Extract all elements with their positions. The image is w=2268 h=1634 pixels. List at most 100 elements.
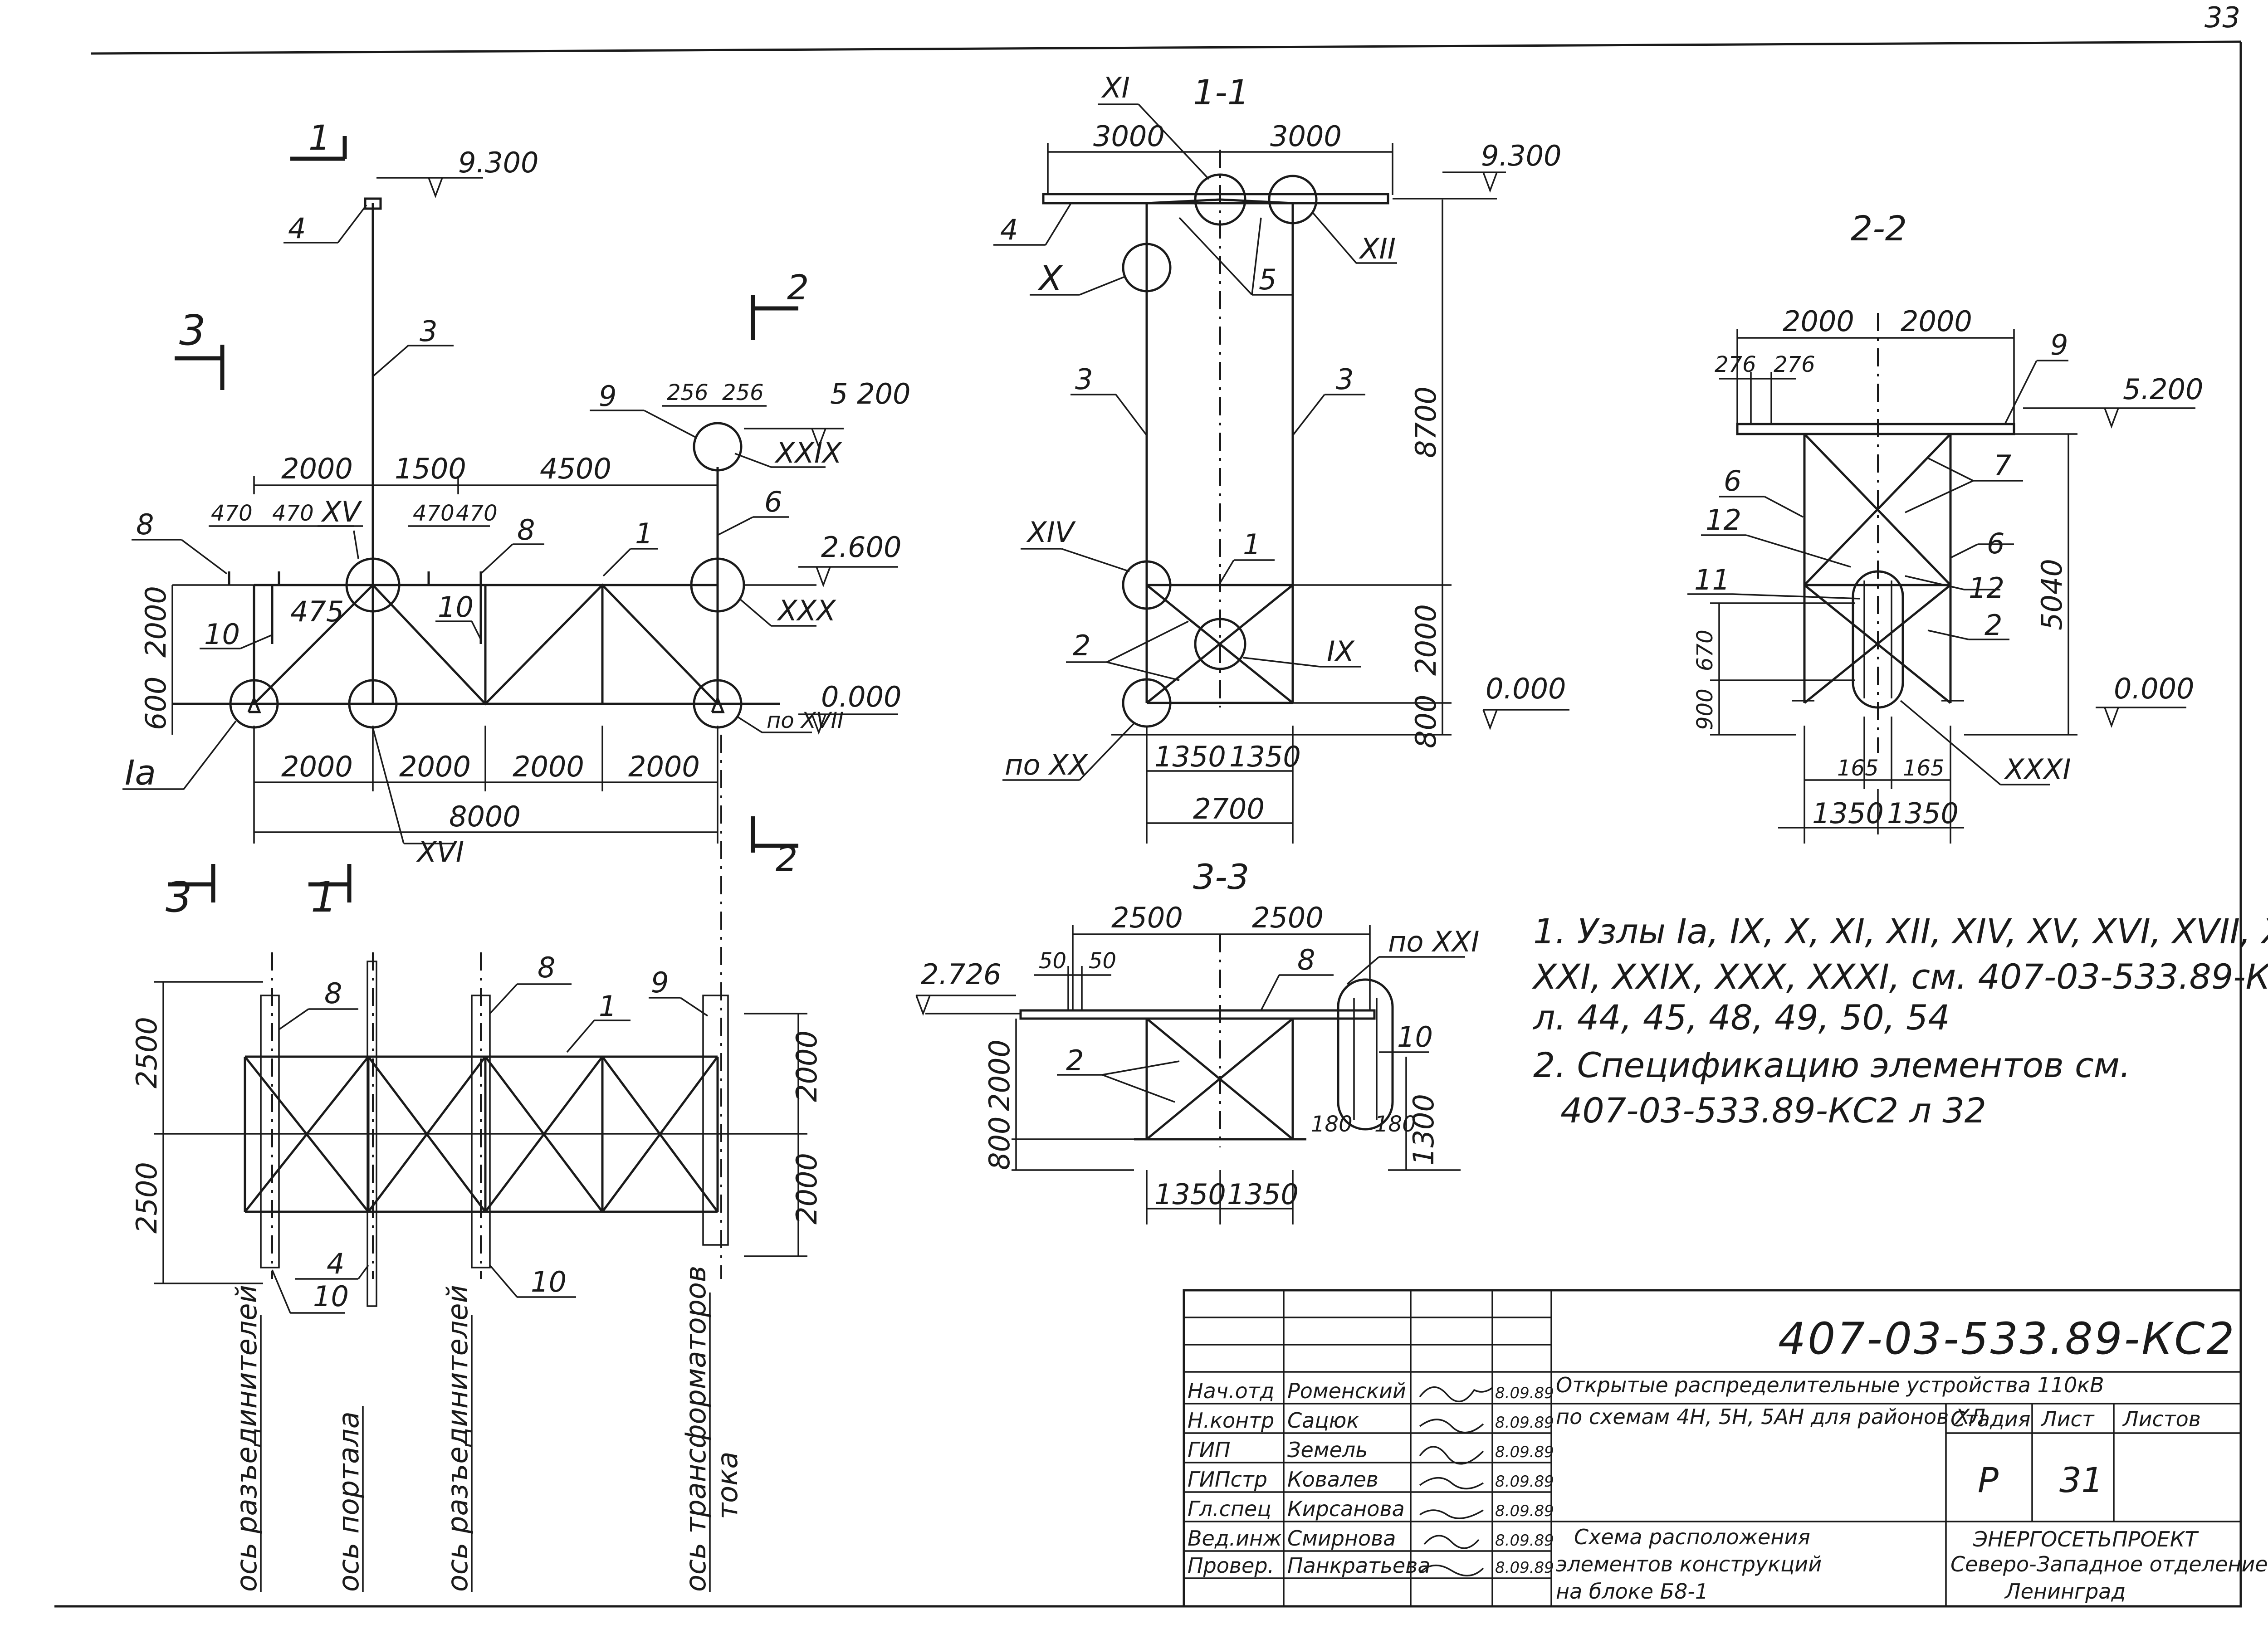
dim-bottom-2000-a: 2000 [281, 750, 353, 783]
section-1-1-title: 1-1 [1193, 72, 1249, 112]
sec33-dim-50-a: 50 [1039, 948, 1066, 974]
sec22-dim-165-a: 165 [1837, 756, 1879, 781]
sec33-dim-2000: 2000 [983, 1039, 1016, 1111]
sec11-node-IX: IX [1327, 635, 1355, 668]
sec22-pos-12-left: 12 [1706, 503, 1741, 537]
note-line-4: 2. Спецификацию элементов см. [1533, 1045, 2131, 1085]
sec33-dim-2500-b: 2500 [1252, 901, 1324, 934]
sec33-dim-1300: 1300 [1407, 1094, 1440, 1166]
signature-4 [1419, 1477, 1484, 1490]
sec33-pos-10: 10 [1397, 1020, 1433, 1054]
section-2-2-title: 2-2 [1851, 208, 1907, 249]
signature-6 [1423, 1535, 1480, 1549]
sec22-dim-276-b: 276 [1774, 352, 1815, 377]
stage-value: Р [1978, 1460, 1999, 1500]
node-XVI: XVI [416, 835, 464, 868]
staff-role-3: ГИП [1188, 1438, 1231, 1462]
project-title-line-1: Открытые распределительные устройства 11… [1556, 1373, 2104, 1397]
sec33-dim-180-a: 180 [1311, 1112, 1353, 1137]
plan-dim-2500-b: 2500 [130, 1162, 163, 1234]
front-pos-8-left: 8 [136, 508, 154, 541]
staff-name-1: Роменский [1287, 1379, 1406, 1403]
sec22-pos-2: 2 [1984, 609, 2002, 642]
dim-bottom-2000-c: 2000 [513, 750, 584, 783]
note-line-1: 1. Узлы Ia, IX, X, XI, XII, XIV, XV, XVI… [1533, 911, 2268, 951]
node-XXIX: XXIX [774, 436, 842, 469]
dim-1500: 1500 [395, 452, 466, 485]
axis-label-current: тока [711, 1452, 744, 1520]
elev-9300: 9.300 [458, 146, 539, 179]
signature-3 [1419, 1446, 1484, 1465]
axis-label-transformers: ось трансформаторов [679, 1266, 712, 1592]
notes: 1. Узлы Ia, IX, X, XI, XII, XIV, XV, XVI… [1531, 911, 2268, 1131]
dim-470-d: 470 [456, 501, 498, 526]
section-3-3-title: 3-3 [1193, 857, 1249, 897]
sheet-title-line-2: элементов конструкций [1556, 1552, 1822, 1576]
sec11-dim-1350-a: 1350 [1154, 740, 1226, 773]
plan-dim-2000-a: 2000 [790, 1030, 823, 1102]
section-mark-2-bottom: 2 [776, 839, 797, 879]
axis-label-disconnectors-2: ось разъединителей [441, 1285, 474, 1592]
staff-name-3: Земель [1287, 1438, 1368, 1462]
plan-pos-10-a: 10 [313, 1280, 349, 1313]
sec33-node-po-XXI: по XXI [1388, 925, 1479, 958]
sheets-label: Листов [2122, 1407, 2201, 1431]
sec11-dim-2700: 2700 [1193, 792, 1265, 825]
sec11-node-X: X [1037, 258, 1063, 298]
staff-name-6: Смирнова [1287, 1526, 1396, 1551]
plan-pos-1: 1 [599, 990, 616, 1023]
axis-label-disconnectors-1: ось разъединителей [230, 1285, 263, 1592]
sec33-dim-180-b: 180 [1374, 1112, 1416, 1137]
node-po-XVII: по XVII [767, 708, 844, 733]
dim-256-a: 256 [667, 380, 709, 405]
sheet-value: 31 [2059, 1460, 2103, 1500]
sec22-pos-6-right: 6 [1987, 527, 2004, 560]
section-mark-3-bottom: 3 [166, 873, 192, 922]
staff-name-2: Сацюк [1287, 1408, 1359, 1433]
sec11-dim-3000-b: 3000 [1270, 120, 1342, 153]
staff-role-5: Гл.спец [1188, 1497, 1271, 1521]
sheet-title-line-3: на блоке Б8-1 [1556, 1579, 1708, 1604]
front-pos-10: 10 [204, 618, 240, 651]
sec22-dim-5040: 5040 [2035, 559, 2068, 630]
node-XV: XV [321, 495, 362, 528]
section-mark-3-top: 3 [179, 306, 206, 355]
dim-2000-top: 2000 [281, 452, 353, 485]
staff-name-7: Панкратьева [1287, 1553, 1431, 1578]
plan-dim-2500-a: 2500 [130, 1017, 163, 1088]
sec33-dim-800: 800 [983, 1117, 1016, 1170]
staff-name-5: Кирсанова [1287, 1497, 1405, 1521]
section-mark-1-bottom: 1 [311, 873, 337, 922]
sec33-pos-8: 8 [1297, 943, 1315, 976]
front-pos-1: 1 [635, 517, 653, 550]
staff-date-3: 8.09.89 [1495, 1443, 1554, 1461]
org-name: ЭНЕРГОСЕТЬПРОЕКТ [1973, 1527, 2199, 1551]
front-pos-6: 6 [764, 485, 782, 518]
elev-2600: 2.600 [821, 531, 902, 564]
sec22-pos-6-left: 6 [1724, 464, 1741, 498]
sec22-pos-9: 9 [2050, 328, 2068, 361]
dim-v-2000: 2000 [139, 586, 172, 658]
sec33-pos-2: 2 [1066, 1044, 1084, 1077]
sec22-dim-1350-a: 1350 [1812, 797, 1884, 830]
sec33-elev-2726: 2.726 [921, 958, 1002, 991]
signature-2 [1419, 1419, 1484, 1434]
staff-role-2: Н.контр [1188, 1408, 1274, 1433]
staff-role-1: Нач.отд [1188, 1379, 1274, 1403]
staff-date-5: 8.09.89 [1495, 1502, 1554, 1520]
plan-view: 2500 2500 2000 2000 8 8 1 9 4 10 10 ось … [130, 735, 823, 1592]
plan-pos-8-b: 8 [538, 951, 555, 984]
sec22-pos-11: 11 [1694, 563, 1730, 596]
staff-name-4: Ковалев [1287, 1467, 1378, 1492]
sec11-dim-3000-a: 3000 [1093, 120, 1165, 153]
note-line-5: 407-03-533.89-КС2 л 32 [1560, 1090, 1986, 1131]
sec11-dim-800: 800 [1409, 695, 1442, 748]
page-number: 33 [2204, 1, 2240, 34]
dim-470-c: 470 [413, 501, 455, 526]
staff-role-7: Провер. [1188, 1553, 1274, 1578]
dim-4500: 4500 [540, 452, 611, 485]
dim-256-b: 256 [722, 380, 764, 405]
sec22-elev-0000: 0.000 [2114, 672, 2195, 705]
sec11-node-XIV: XIV [1026, 516, 1076, 549]
staff-date-2: 8.09.89 [1495, 1414, 1554, 1432]
